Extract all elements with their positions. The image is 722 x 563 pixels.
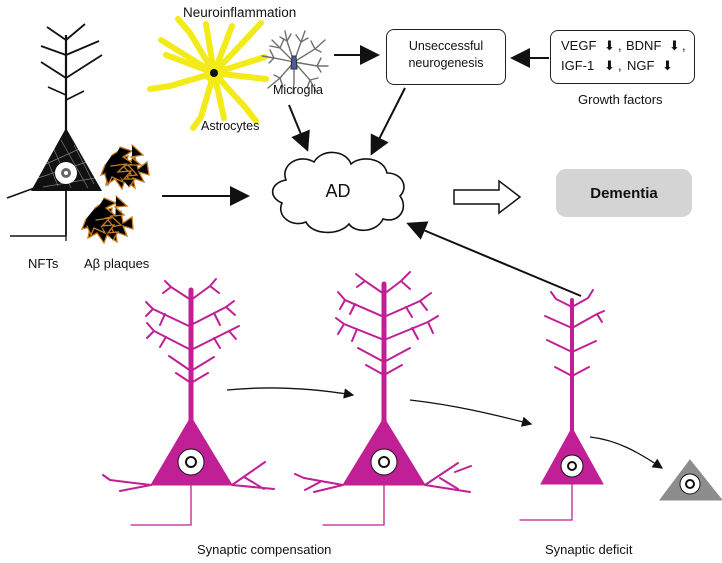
abeta-plaques-label: Aβ plaques [84, 256, 150, 271]
compensation-arrow-1 [226, 387, 355, 399]
neurogenesis-to-ad-arrow [370, 87, 406, 156]
ngf-down-icon: ⬇ [662, 58, 673, 73]
vegf-down-icon: ⬇ [604, 38, 615, 53]
astrocyte-illustration [147, 16, 269, 131]
unsuccessful-line-1: Unseccessful [408, 39, 484, 53]
vegf-text: VEGF [561, 38, 597, 53]
neuroinflammation-label: Neuroinflammation [183, 5, 297, 20]
ad-label: AD [325, 181, 351, 201]
comma-2: , [682, 38, 686, 53]
ad-to-dementia-hollow-arrow [453, 179, 522, 215]
growth-factors-caption: Growth factors [578, 92, 663, 107]
comma-3: , [618, 58, 622, 73]
synaptic-compensation-neuron-1 [102, 278, 275, 526]
unsuccessful-neurogenesis-box: Unseccessful neurogenesis [386, 29, 506, 85]
unsuccessful-line-2: neurogenesis [408, 56, 484, 70]
ngf-text: NGF [627, 58, 655, 73]
igf-down-icon: ⬇ [604, 58, 615, 73]
microglia-label: Microglia [273, 83, 324, 97]
compensation-to-deficit-arrow [409, 399, 533, 427]
synaptic-deficit-neuron [519, 289, 605, 521]
bdnf-down-icon: ⬇ [669, 38, 680, 53]
abeta-plaques-illustration [80, 144, 150, 245]
neuroinflammation-to-ad-arrow [288, 104, 310, 152]
synaptic-deficit-to-ad-arrow [406, 221, 582, 297]
comma-1: , [618, 38, 622, 53]
astrocytes-label: Astrocytes [201, 119, 260, 133]
synaptic-deficit-label: Synaptic deficit [545, 542, 633, 557]
igf-text: IGF-1 [561, 58, 595, 73]
microglia-illustration [261, 30, 329, 94]
growth-factors-box: VEGF ⬇ , BDNF ⬇ , IGF-1 ⬇ , NGF ⬇ [550, 30, 695, 84]
synaptic-compensation-label: Synaptic compensation [197, 542, 332, 557]
nft-neuron-illustration [6, 23, 103, 241]
bdnf-text: BDNF [626, 38, 662, 53]
deficit-to-dead-neuron-arrow [589, 436, 664, 469]
nfts-label: NFTs [28, 256, 59, 271]
dementia-box: Dementia [556, 169, 692, 217]
synaptic-compensation-neuron-2 [294, 271, 472, 526]
dementia-label: Dementia [590, 184, 658, 202]
ad-cloud-shape [271, 151, 405, 234]
dead-neuron-illustration [659, 459, 722, 501]
